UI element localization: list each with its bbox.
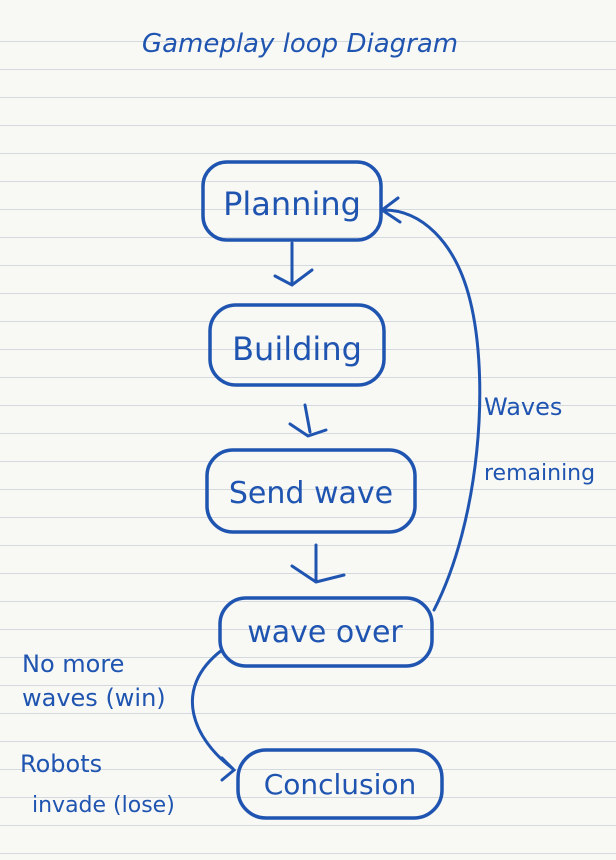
node-send-wave-label: Send wave (229, 476, 393, 511)
label-robots-invade-line2: invade (lose) (32, 793, 175, 818)
node-building-box (208, 303, 386, 387)
node-planning-label: Planning (223, 185, 361, 223)
node-wave-over: wave over (218, 596, 434, 668)
node-send-wave: Send wave (205, 448, 417, 534)
diagram-title: Gameplay loop Diagram (142, 29, 458, 59)
node-wave-over-label: wave over (247, 615, 403, 650)
arrow-building-to-send-wave (288, 403, 328, 438)
node-send-wave-box (205, 448, 417, 534)
label-no-more-waves-line2: waves (win) (22, 684, 166, 712)
node-planning: Planning (201, 160, 383, 242)
label-waves-remaining-line1: Waves (484, 393, 562, 421)
label-waves-remaining: Waves remaining (484, 393, 595, 486)
arrow-send-wave-to-wave-over (290, 543, 346, 584)
label-robots-invade: Robots invade (lose) (20, 750, 175, 818)
arrow-planning-to-building (273, 241, 314, 287)
node-conclusion: Conclusion (236, 748, 444, 820)
arrow-wave-over-to-conclusion (190, 648, 237, 782)
node-conclusion-label: Conclusion (264, 768, 417, 801)
node-wave-over-box (218, 596, 434, 668)
label-no-more-waves: No more waves (win) (22, 650, 166, 712)
node-conclusion-box (236, 748, 444, 820)
node-building: Building (208, 303, 386, 387)
label-robots-invade-line1: Robots (20, 750, 102, 778)
label-no-more-waves-line1: No more (22, 650, 124, 678)
label-waves-remaining-line2: remaining (484, 461, 595, 486)
node-building-label: Building (232, 330, 362, 368)
node-planning-box (201, 160, 383, 242)
arrow-waves-remaining-loop (379, 196, 482, 612)
